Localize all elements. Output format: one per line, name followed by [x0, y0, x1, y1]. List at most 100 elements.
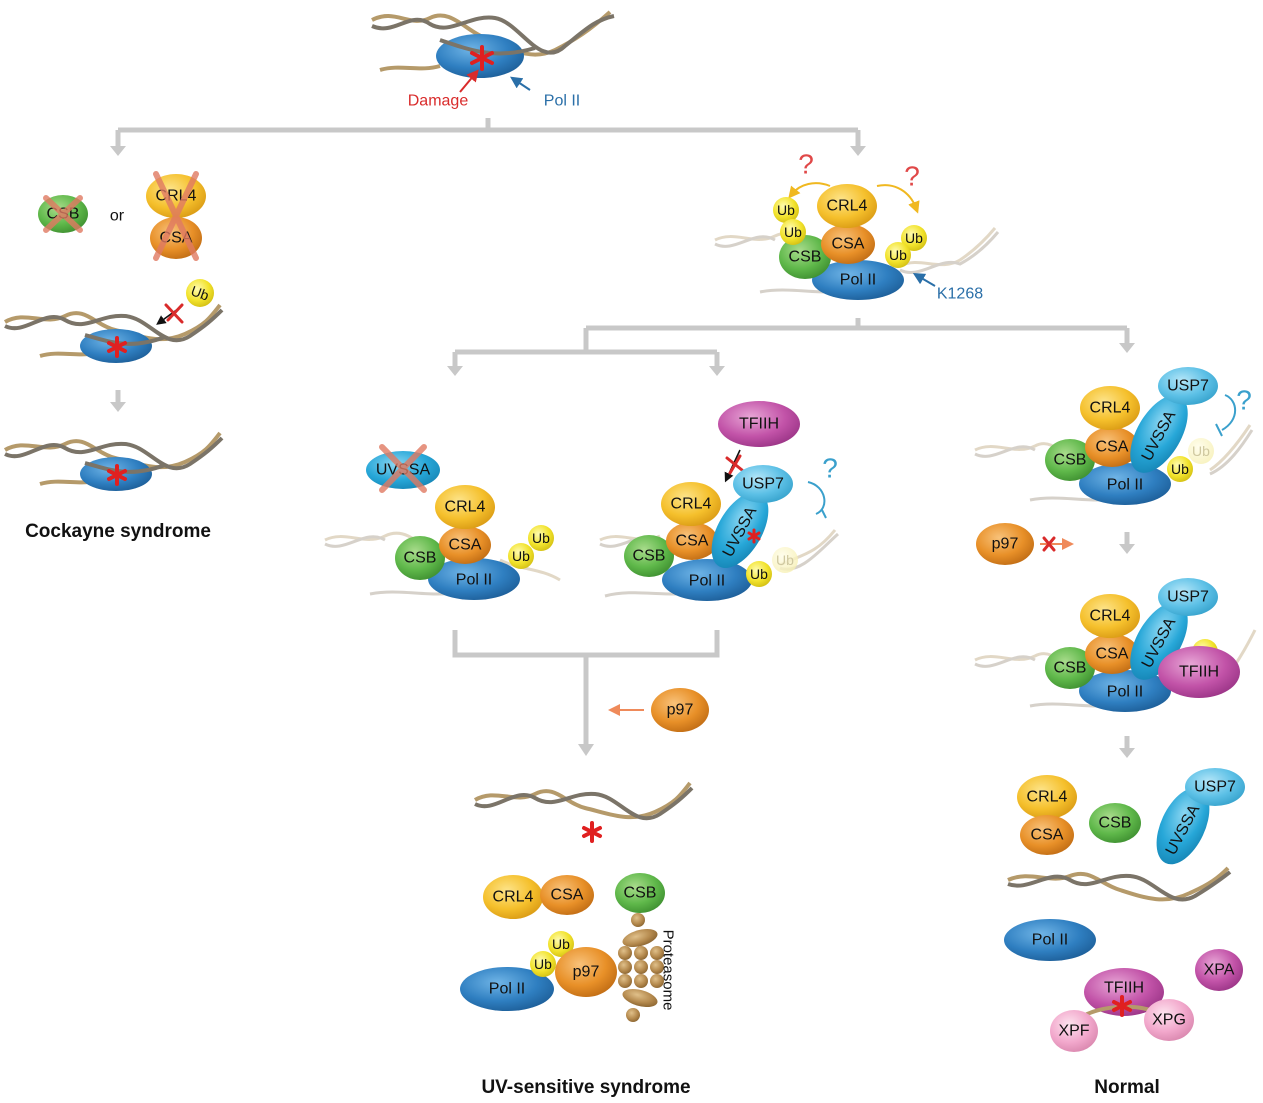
normal-step2: Pol II CSB CSA CRL4 UVSSA USP7 TFIIH — [974, 578, 1257, 712]
csa-label: CSA — [1096, 646, 1129, 663]
csa-blob — [1085, 427, 1139, 467]
normal-title: Normal — [1094, 1077, 1159, 1098]
arrow-head-cs — [110, 402, 126, 412]
split-connector-middle — [452, 318, 1130, 368]
normal-step1: Pol II CSB CSA CRL4 UVSSA USP7 ? Ub Ub p… — [974, 367, 1254, 565]
pol2-blob — [662, 559, 752, 601]
csa-label: CSA — [1096, 439, 1129, 456]
uvs-branch-uvssa-mutant: TFIIH Pol II CSB CSA CRL4 UVSSA USP7 ? U… — [599, 401, 839, 601]
csb-label: CSB — [1099, 815, 1132, 832]
crl4-blob — [1017, 775, 1077, 819]
ub-faded-blob — [1188, 438, 1214, 464]
damage-asterisk-icon — [107, 464, 127, 486]
pol2-label: Pol II — [544, 93, 580, 110]
usp7-label: USP7 — [1194, 779, 1236, 796]
k1268-label: K1268 — [937, 286, 983, 303]
damage-pointer-arrow — [459, 69, 479, 93]
crl4-label: CRL4 — [1090, 608, 1131, 625]
uvssa-blob — [1156, 787, 1210, 865]
usp7-label: USP7 — [1167, 378, 1209, 395]
pol2-label: Pol II — [1107, 684, 1143, 701]
csa-label: CSA — [832, 236, 865, 253]
csb-label: CSB — [1054, 660, 1087, 677]
crl4-blob — [435, 485, 495, 529]
ub-label: Ub — [512, 548, 530, 564]
xpf-label: XPF — [1058, 1023, 1089, 1040]
ub-blob — [548, 931, 574, 957]
ub-faded-label: Ub — [776, 552, 794, 568]
pol2-pointer-arrow — [510, 76, 531, 91]
csb-blob — [1045, 439, 1095, 481]
question-mark-icon: ? — [822, 453, 838, 484]
ub-blob — [885, 242, 911, 268]
usp7-blob — [1185, 768, 1245, 806]
ub-blob — [746, 561, 772, 587]
crl4-label: CRL4 — [445, 499, 486, 516]
csb-label: CSB — [624, 885, 657, 902]
crl4-label: CRL4 — [1027, 789, 1068, 806]
xpg-blob — [1144, 999, 1194, 1041]
k1268-pointer-arrow — [912, 272, 936, 287]
csb-blob — [395, 536, 445, 580]
uvssa-blob — [1130, 395, 1188, 473]
tfiih-blob — [718, 401, 800, 447]
arrow-heads-middle — [447, 343, 1135, 376]
ub-blob — [530, 951, 556, 977]
ub-label: Ub — [552, 936, 570, 952]
ub-faded-blob — [772, 547, 798, 573]
p97-blob — [976, 523, 1034, 565]
xpg-label: XPG — [1152, 1012, 1186, 1029]
p97-label: p97 — [573, 964, 600, 981]
crl4-blob — [1080, 594, 1140, 638]
ub-transfer-arrow-left — [788, 182, 831, 199]
usp7-blob — [1158, 367, 1218, 405]
xpa-blob — [1195, 949, 1243, 991]
tfiih-label: TFIIH — [1179, 664, 1219, 681]
csa-blob — [540, 875, 594, 915]
csb-blob — [1089, 803, 1141, 843]
or-label: or — [110, 208, 125, 225]
csa-label: CSA — [1031, 827, 1064, 844]
ub-blob — [508, 543, 534, 569]
csa-label: CSA — [676, 533, 709, 550]
normal-step3: CRL4 CSA CSB UVSSA USP7 Pol II XPA TFIIH… — [1004, 768, 1245, 1052]
csb-label: CSB — [633, 548, 666, 565]
xpa-label: XPA — [1204, 962, 1235, 979]
pol2-label: Pol II — [456, 572, 492, 589]
ubiquitination-complex: ? ? Pol II CSB CSA CRL4 Ub Ub Ub Ub K126… — [714, 149, 1000, 303]
csa-blob — [1020, 815, 1074, 855]
connector-tree — [110, 118, 1135, 758]
cockayne-branch: CSB or CRL4 CSA Ub Cockayne syndrome — [3, 171, 224, 542]
p97-label: p97 — [667, 702, 694, 719]
pol2-blob — [1004, 919, 1096, 961]
faint-dna — [974, 424, 1254, 502]
pol2-blob — [428, 558, 520, 600]
crl4-label: CRL4 — [1090, 400, 1131, 417]
cross-out-icon — [379, 444, 427, 493]
ub-label: Ub — [532, 530, 550, 546]
csa-blob — [666, 522, 718, 560]
crl4-label: CRL4 — [493, 889, 534, 906]
p97-blob — [651, 688, 709, 732]
proteasome-label: Proteasome — [660, 930, 677, 1011]
uvs-branch-uvssa-missing: UVSSA Pol II CSB CSA CRL4 Ub Ub — [324, 444, 561, 600]
ub-blob — [528, 525, 554, 551]
pol2-blob — [1079, 463, 1171, 505]
damage-asterisk-icon — [1112, 995, 1132, 1017]
ub-blob — [1167, 456, 1193, 482]
crl4-label: CRL4 — [671, 496, 712, 513]
p97-label: p97 — [992, 536, 1019, 553]
block-x-icon — [725, 454, 744, 475]
split-connector-top — [115, 118, 861, 148]
crl4-blob — [1080, 386, 1140, 430]
pol2-label: Pol II — [489, 981, 525, 998]
arrow-heads-top — [110, 146, 866, 156]
xpf-blob — [1050, 1010, 1098, 1052]
crl4-blob — [817, 184, 877, 228]
merge-connector-uvs — [452, 630, 720, 745]
usp7-label: USP7 — [1167, 589, 1209, 606]
uvssa-blob — [1130, 602, 1188, 680]
csb-blob — [624, 535, 674, 577]
question-mark-left-icon: ? — [798, 149, 814, 180]
